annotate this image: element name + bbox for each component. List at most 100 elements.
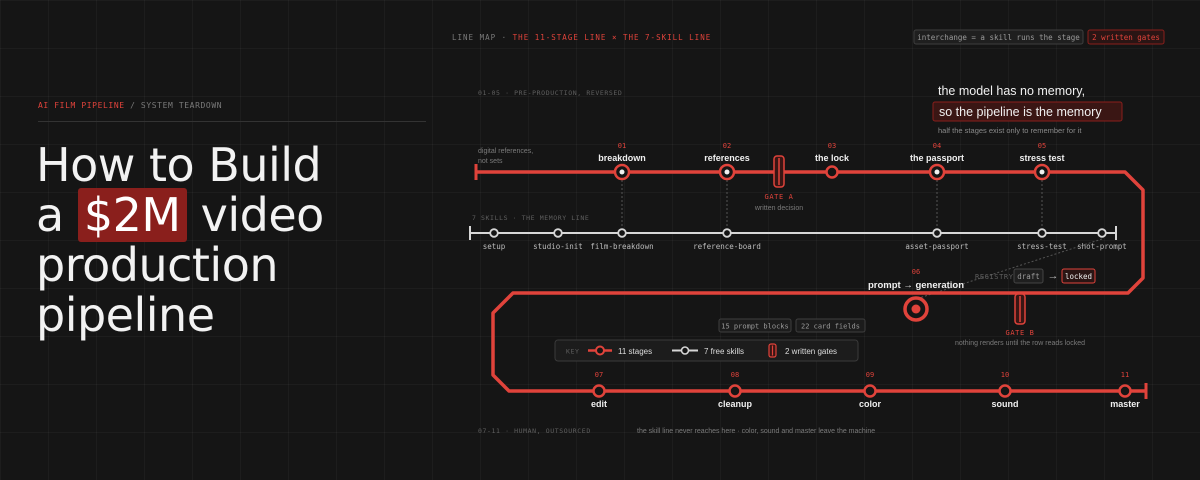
interchange-chip-text: interchange = a skill runs the stage	[917, 33, 1080, 42]
stage-hub-core	[911, 304, 921, 314]
registry-locked: locked	[1065, 272, 1092, 281]
legend-gates: 2 written gates	[785, 347, 837, 356]
memory-sub: half the stages exist only to remember f…	[938, 126, 1082, 135]
stage-marker-09: 09 color	[859, 371, 882, 409]
title-line-4: pipeline	[36, 288, 215, 342]
memory-line-1: the model has no memory,	[938, 84, 1085, 98]
interchange-connectors	[621, 180, 1103, 300]
stage-label: references	[704, 153, 750, 163]
stage-node	[998, 384, 1012, 398]
stage-number: 07	[595, 371, 603, 379]
skill-marker-shot-prompt: shot-prompt	[1077, 228, 1127, 251]
stage-interchange-core	[724, 169, 730, 175]
gates-chip-text: 2 written gates	[1092, 33, 1160, 42]
stage-label: the passport	[910, 153, 964, 163]
skill-label: studio-init	[533, 242, 583, 251]
stage-label: prompt → generation	[868, 280, 964, 291]
title-highlight: $2M	[77, 188, 187, 242]
skill-label: stress-test	[1017, 242, 1067, 251]
kicker-rest: / SYSTEM TEARDOWN	[124, 101, 223, 110]
stage-marker-11: 11 master	[1110, 371, 1140, 409]
legend-gate-swatch	[768, 343, 777, 358]
stage-number: 11	[1121, 371, 1129, 379]
skills-line-label: 7 SKILLS · THE MEMORY LINE	[472, 214, 589, 222]
card-fields-count: 22 card fields	[801, 323, 860, 331]
stage-number: 06	[912, 268, 920, 276]
pre-production-label: 01-05 · PRE-PRODUCTION, REVERSED	[478, 89, 622, 97]
map-label: LINE MAP · THE 11-STAGE LINE × THE 7-SKI…	[452, 33, 711, 42]
stage-number: 10	[1001, 371, 1009, 379]
skill-node	[553, 228, 563, 238]
gate-b-name: GATE B	[1006, 329, 1035, 337]
stage-node	[728, 384, 742, 398]
stage-label: color	[859, 399, 882, 409]
title-pre: a	[36, 188, 78, 242]
stage-number: 08	[731, 371, 739, 379]
kicker: AI FILM PIPELINE / SYSTEM TEARDOWN	[38, 101, 222, 110]
skill-node	[722, 228, 732, 238]
skill-node	[1037, 228, 1047, 238]
stage-number: 05	[1038, 142, 1046, 150]
stage-marker-07: 07 edit	[591, 371, 607, 409]
skill-marker-studio-init: studio-init	[533, 228, 583, 251]
post-production-note: the skill line never reaches here · colo…	[637, 428, 875, 435]
interchange-chip: interchange = a skill runs the stage	[913, 29, 1084, 45]
gate-b: GATE B nothing renders until the row rea…	[955, 293, 1085, 347]
skill-node	[1097, 228, 1107, 238]
stage-marker-02: 02 references	[704, 142, 750, 181]
stage-number: 03	[828, 142, 836, 150]
skill-node	[489, 228, 499, 238]
stage-number: 09	[866, 371, 874, 379]
stage-label: master	[1110, 399, 1140, 409]
skill-label: setup	[483, 242, 506, 251]
stage-number: 02	[723, 142, 731, 150]
prompt-blocks-count: 15 prompt blocks	[721, 323, 788, 331]
stage-marker-06: 06 prompt → generation	[868, 268, 964, 322]
stage-interchange-core	[619, 169, 625, 175]
registry-draft: draft	[1017, 272, 1040, 281]
skill-node	[617, 228, 627, 238]
memory-line-2: so the pipeline is the memory	[939, 105, 1102, 119]
stage-label: edit	[591, 399, 607, 409]
legend-stage-swatch	[588, 345, 612, 356]
registry-arrow: →	[1048, 270, 1059, 282]
skill-node	[932, 228, 942, 238]
registry: REGISTRY draft → locked	[975, 268, 1096, 284]
legend-stages: 11 stages	[618, 347, 652, 356]
stage-interchange-core	[1039, 169, 1045, 175]
gate-a-note: written decision	[754, 205, 803, 212]
registry-locked-chip	[1061, 268, 1096, 284]
stage-label: cleanup	[718, 399, 753, 409]
stage-number: 04	[933, 142, 941, 150]
skill-marker-stress-test: stress-test	[1017, 228, 1067, 251]
memory-highlight-box	[932, 101, 1123, 122]
gate-a: GATE A written decision	[754, 155, 803, 212]
stage-line	[476, 170, 1146, 393]
connector-shot-prompt	[915, 238, 1103, 300]
legend-skill-swatch	[672, 346, 698, 355]
digital-note-2: not sets	[478, 158, 503, 165]
skill-marker-asset-passport: asset-passport	[905, 228, 969, 251]
title-line-3: production	[36, 238, 279, 292]
divider	[38, 121, 426, 122]
stage-marker-04: 04 the passport	[910, 142, 964, 181]
card-fields-chip	[795, 318, 866, 333]
skill-label: shot-prompt	[1077, 242, 1127, 251]
skill-label: reference-board	[693, 242, 761, 251]
stage-label: breakdown	[598, 153, 646, 163]
legend-skills: 7 free skills	[704, 347, 744, 356]
title-line-1: How to Build	[36, 138, 322, 192]
stage-interchange-core	[934, 169, 940, 175]
skill-marker-reference-board: reference-board	[693, 228, 761, 251]
skill-label: asset-passport	[905, 242, 968, 251]
gate-b-note: nothing renders until the row reads lock…	[955, 340, 1085, 347]
registry-draft-chip	[1013, 268, 1044, 284]
stage-node	[825, 165, 839, 179]
